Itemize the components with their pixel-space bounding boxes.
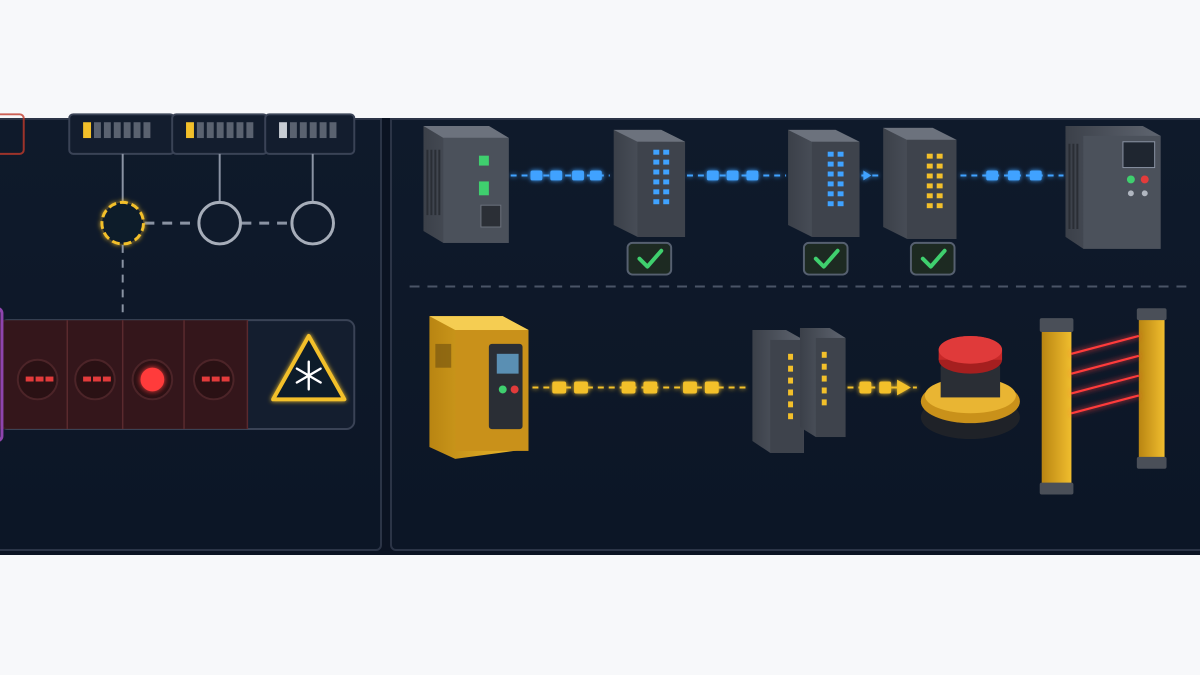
right-panel-scene [409, 125, 1187, 495]
snowflake-warning-icon [271, 334, 347, 402]
status-led-icon [478, 181, 489, 196]
bus-node-idle[interactable] [197, 200, 242, 246]
safety-controller-device[interactable] [429, 316, 529, 459]
drive-device[interactable] [1065, 125, 1161, 249]
bus-node-idle[interactable] [290, 200, 335, 246]
status-led-icon [478, 155, 489, 166]
safety-line [532, 379, 917, 396]
bus-node-active[interactable] [100, 200, 145, 246]
alarm-slot [192, 358, 235, 401]
network-line [510, 170, 1064, 181]
alarm-strip [0, 307, 356, 442]
alarm-slot [16, 358, 59, 401]
right-panel [390, 118, 1200, 551]
io-module-device[interactable] [613, 129, 686, 237]
diagram-stage [0, 113, 1200, 555]
status-ok-icon [909, 241, 956, 276]
io-module-device[interactable] [788, 129, 860, 237]
status-ok-icon [802, 241, 849, 276]
light-curtain-device[interactable] [1039, 308, 1167, 495]
left-panel [0, 113, 382, 551]
node-drop-lines [121, 153, 314, 202]
alarm-slot-active [131, 358, 174, 401]
io-module-device[interactable] [883, 127, 957, 239]
status-ok-icon [626, 241, 673, 276]
alarm-slot [74, 358, 116, 401]
left-top-module-strip [0, 113, 356, 155]
left-panel-scene [0, 113, 356, 442]
safety-io-module-device[interactable] [752, 328, 846, 453]
controller-device[interactable] [423, 125, 509, 243]
emergency-stop-device[interactable] [920, 335, 1020, 440]
